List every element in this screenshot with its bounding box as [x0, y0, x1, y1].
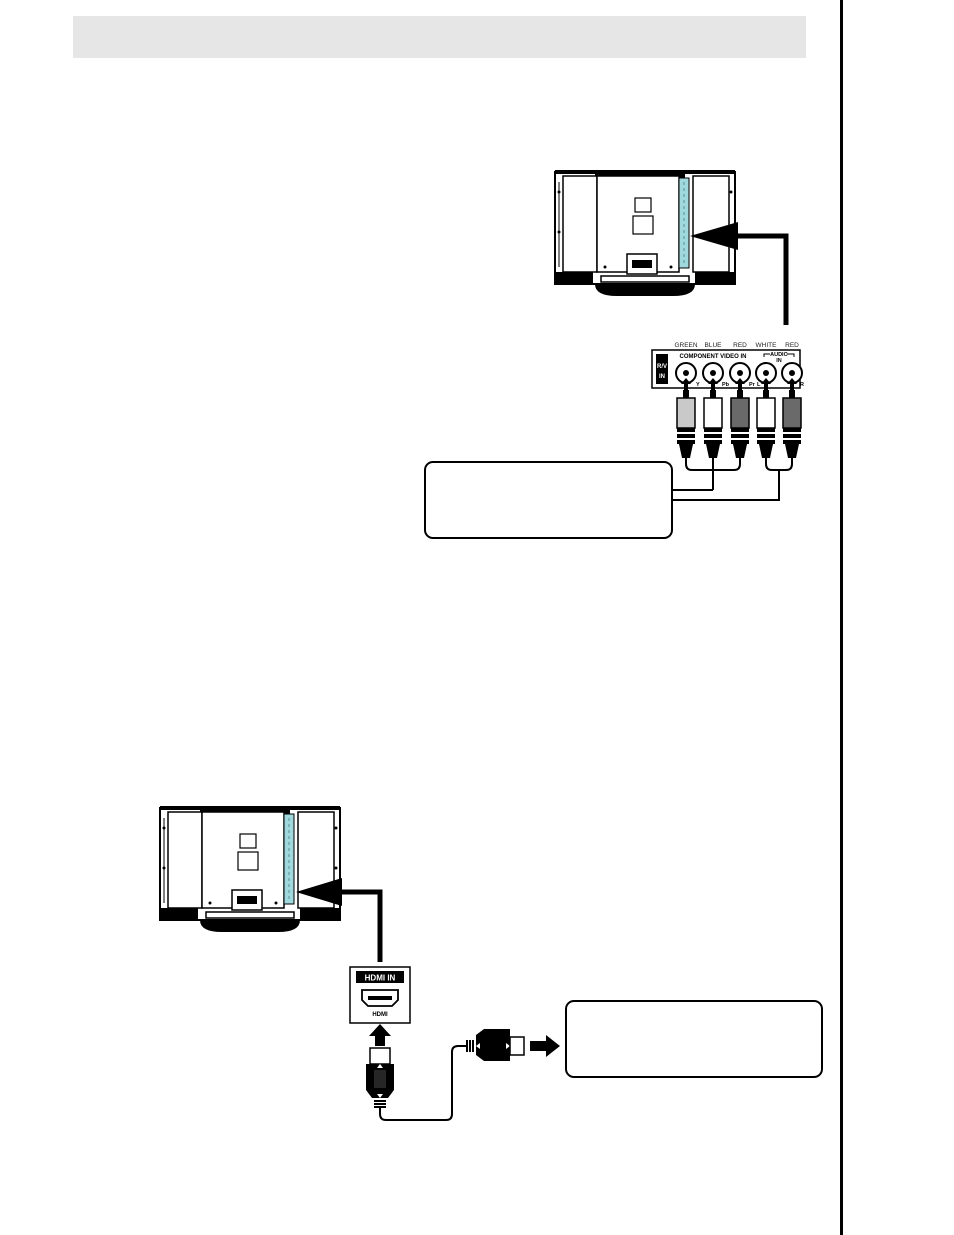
hdmi-cable	[379, 1045, 466, 1121]
hdmi-plug-tv-side	[366, 1047, 394, 1108]
color-label-red: RED	[733, 342, 747, 349]
hdmi-port-title: HDMI IN	[365, 974, 396, 983]
section-header-bar	[73, 16, 806, 58]
side-tag-top: R/V	[657, 364, 667, 370]
hdmi-source-device-box	[565, 1000, 823, 1078]
component-input-panel: R/V IN GREEN BLUE RED WHITE RED COMPONEN…	[651, 342, 804, 389]
component-cables	[671, 458, 793, 501]
component-source-device-box	[424, 461, 673, 539]
rca-plugs	[676, 378, 802, 459]
component-video-header: COMPONENT VIDEO IN	[679, 354, 746, 360]
plug-green	[676, 378, 696, 459]
plug-red-video	[730, 378, 750, 459]
jack-label-pb: Pb	[722, 382, 730, 388]
hdmi-insert-arrow	[369, 1024, 391, 1046]
jack-label-r: R	[800, 382, 804, 388]
hdmi-port-label: HDMI	[372, 1012, 388, 1018]
side-tag-bottom: IN	[659, 374, 665, 380]
jack-label-l: L	[757, 382, 761, 388]
audio-header-in: IN	[776, 358, 782, 364]
jack-label-pr: Pr	[749, 382, 756, 388]
color-label-red-audio: RED	[785, 342, 799, 349]
color-label-white: WHITE	[756, 342, 778, 349]
tv-back-bottom	[159, 805, 341, 933]
hdmi-input-panel: HDMI IN HDMI	[349, 966, 411, 1024]
page-edge-rule	[840, 0, 843, 1235]
hdmi-plug-source-side	[466, 1029, 525, 1061]
plug-blue	[703, 378, 723, 459]
jack-pb	[702, 362, 724, 384]
plug-red-audio	[782, 378, 802, 459]
plug-white	[756, 378, 776, 459]
audio-header: AUDIO	[770, 352, 788, 358]
color-label-green: GREEN	[674, 342, 697, 349]
color-label-blue: BLUE	[705, 342, 723, 349]
hdmi-signal-arrow	[296, 878, 383, 962]
jack-label-y: Y	[696, 382, 700, 388]
component-signal-arrow	[690, 222, 789, 325]
hdmi-to-source-arrow	[530, 1035, 560, 1057]
